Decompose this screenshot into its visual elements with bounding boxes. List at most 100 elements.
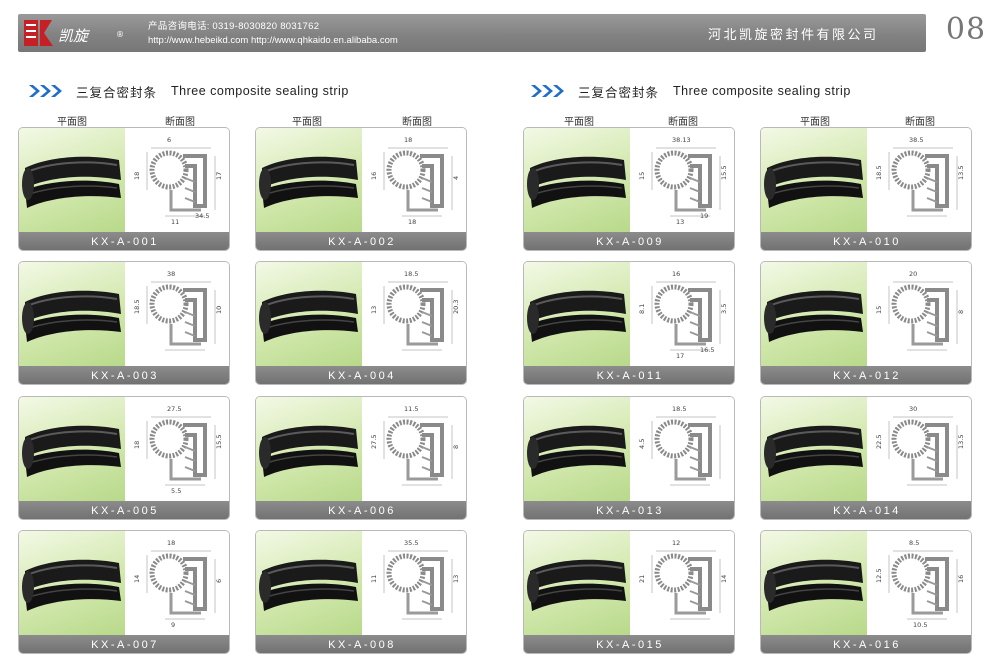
- chevrons-icon: [28, 84, 70, 98]
- dimension-label: 34.5: [195, 212, 209, 220]
- logo-text: 凯旋: [58, 27, 91, 45]
- product-photo: [524, 397, 630, 501]
- dimension-label: 15: [875, 306, 883, 314]
- dimension-label: 19: [700, 212, 708, 220]
- dimension-label: 20: [909, 270, 917, 278]
- dimension-label: 27.5: [167, 405, 181, 413]
- product-code: KX-A-009: [524, 232, 734, 250]
- plan-view-label: 平面图: [564, 117, 594, 128]
- section-view-label: 断面图: [668, 117, 698, 128]
- dimension-label: 18: [133, 172, 141, 180]
- dimension-label: 38: [167, 270, 175, 278]
- dimension-label: 27.5: [370, 435, 378, 449]
- dimension-label: 38.13: [672, 136, 691, 144]
- product-code: KX-A-016: [761, 635, 971, 653]
- dimension-label: 21: [638, 575, 646, 583]
- dimension-label: 15.5: [215, 435, 223, 449]
- dimension-label: 18: [408, 218, 416, 226]
- websites: http://www.hebeikd.com http://www.qhkaid…: [148, 35, 398, 46]
- product-code: KX-A-008: [256, 635, 466, 653]
- dimension-label: 16: [957, 575, 965, 583]
- product-photo: [19, 262, 125, 366]
- section-title-left: 三复合密封条 Three composite sealing strip: [28, 82, 349, 100]
- dimension-label: 16: [370, 172, 378, 180]
- cross-section-drawing: 18 16 4 18: [362, 128, 466, 232]
- plan-view-label: 平面图: [57, 117, 87, 128]
- product-code: KX-A-001: [19, 232, 229, 250]
- dimension-label: 18: [404, 136, 412, 144]
- dimension-label: 18.5: [875, 166, 883, 180]
- product-photo: [524, 531, 630, 635]
- product-code: KX-A-003: [19, 366, 229, 384]
- section-view-label: 断面图: [402, 117, 432, 128]
- dimension-label: 18.5: [404, 270, 418, 278]
- dimension-label: 13: [676, 218, 684, 226]
- dimension-label: 3.5: [720, 304, 728, 314]
- dimension-label: 16: [672, 270, 680, 278]
- product-photo: [256, 262, 362, 366]
- dimension-label: 11: [171, 218, 179, 226]
- plan-view-label: 平面图: [292, 117, 322, 128]
- section-title-en: Three composite sealing strip: [673, 84, 851, 98]
- dimension-label: 18: [133, 441, 141, 449]
- dimension-label: 4.5: [638, 439, 646, 449]
- page-header: 产品咨询电话: 0319-8030820 8031762 http://www.…: [18, 14, 926, 52]
- section-view-label: 断面图: [165, 117, 195, 128]
- dimension-label: 22.5: [875, 435, 883, 449]
- product-photo: [524, 128, 630, 232]
- dimension-label: 11: [370, 575, 378, 583]
- product-code: KX-A-013: [524, 501, 734, 519]
- dimension-label: 8: [957, 310, 965, 314]
- product-code: KX-A-015: [524, 635, 734, 653]
- product-photo: [761, 531, 867, 635]
- dimension-label: 12: [672, 539, 680, 547]
- section-title-cn: 三复合密封条: [76, 84, 158, 100]
- dimension-label: 9: [171, 621, 175, 629]
- product-code: KX-A-014: [761, 501, 971, 519]
- section-view-label: 断面图: [905, 117, 935, 128]
- product-photo: [256, 397, 362, 501]
- dimension-label: 15.5: [720, 166, 728, 180]
- contact-info: 产品咨询电话: 0319-8030820 8031762 http://www.…: [148, 20, 398, 48]
- dimension-label: 17: [676, 352, 684, 360]
- dimension-label: 35.5: [404, 539, 418, 547]
- section-title-en: Three composite sealing strip: [171, 84, 349, 98]
- product-photo: [524, 262, 630, 366]
- logo-icon: 凯旋: [24, 20, 91, 46]
- product-photo: [761, 128, 867, 232]
- dimension-label: 18: [167, 539, 175, 547]
- phone-numbers: 0319-8030820 8031762: [212, 21, 320, 32]
- dimension-label: 10: [215, 306, 223, 314]
- dimension-label: 17: [215, 172, 223, 180]
- dimension-label: 13: [370, 306, 378, 314]
- product-code: KX-A-006: [256, 501, 466, 519]
- dimension-label: 13.5: [957, 166, 965, 180]
- plan-view-label: 平面图: [800, 117, 830, 128]
- dimension-label: 4: [452, 176, 460, 180]
- product-photo: [761, 262, 867, 366]
- product-photo: [761, 397, 867, 501]
- dimension-label: 13.5: [957, 435, 965, 449]
- registered-mark: ®: [116, 30, 124, 39]
- company-logo: 凯旋 ®: [22, 16, 124, 50]
